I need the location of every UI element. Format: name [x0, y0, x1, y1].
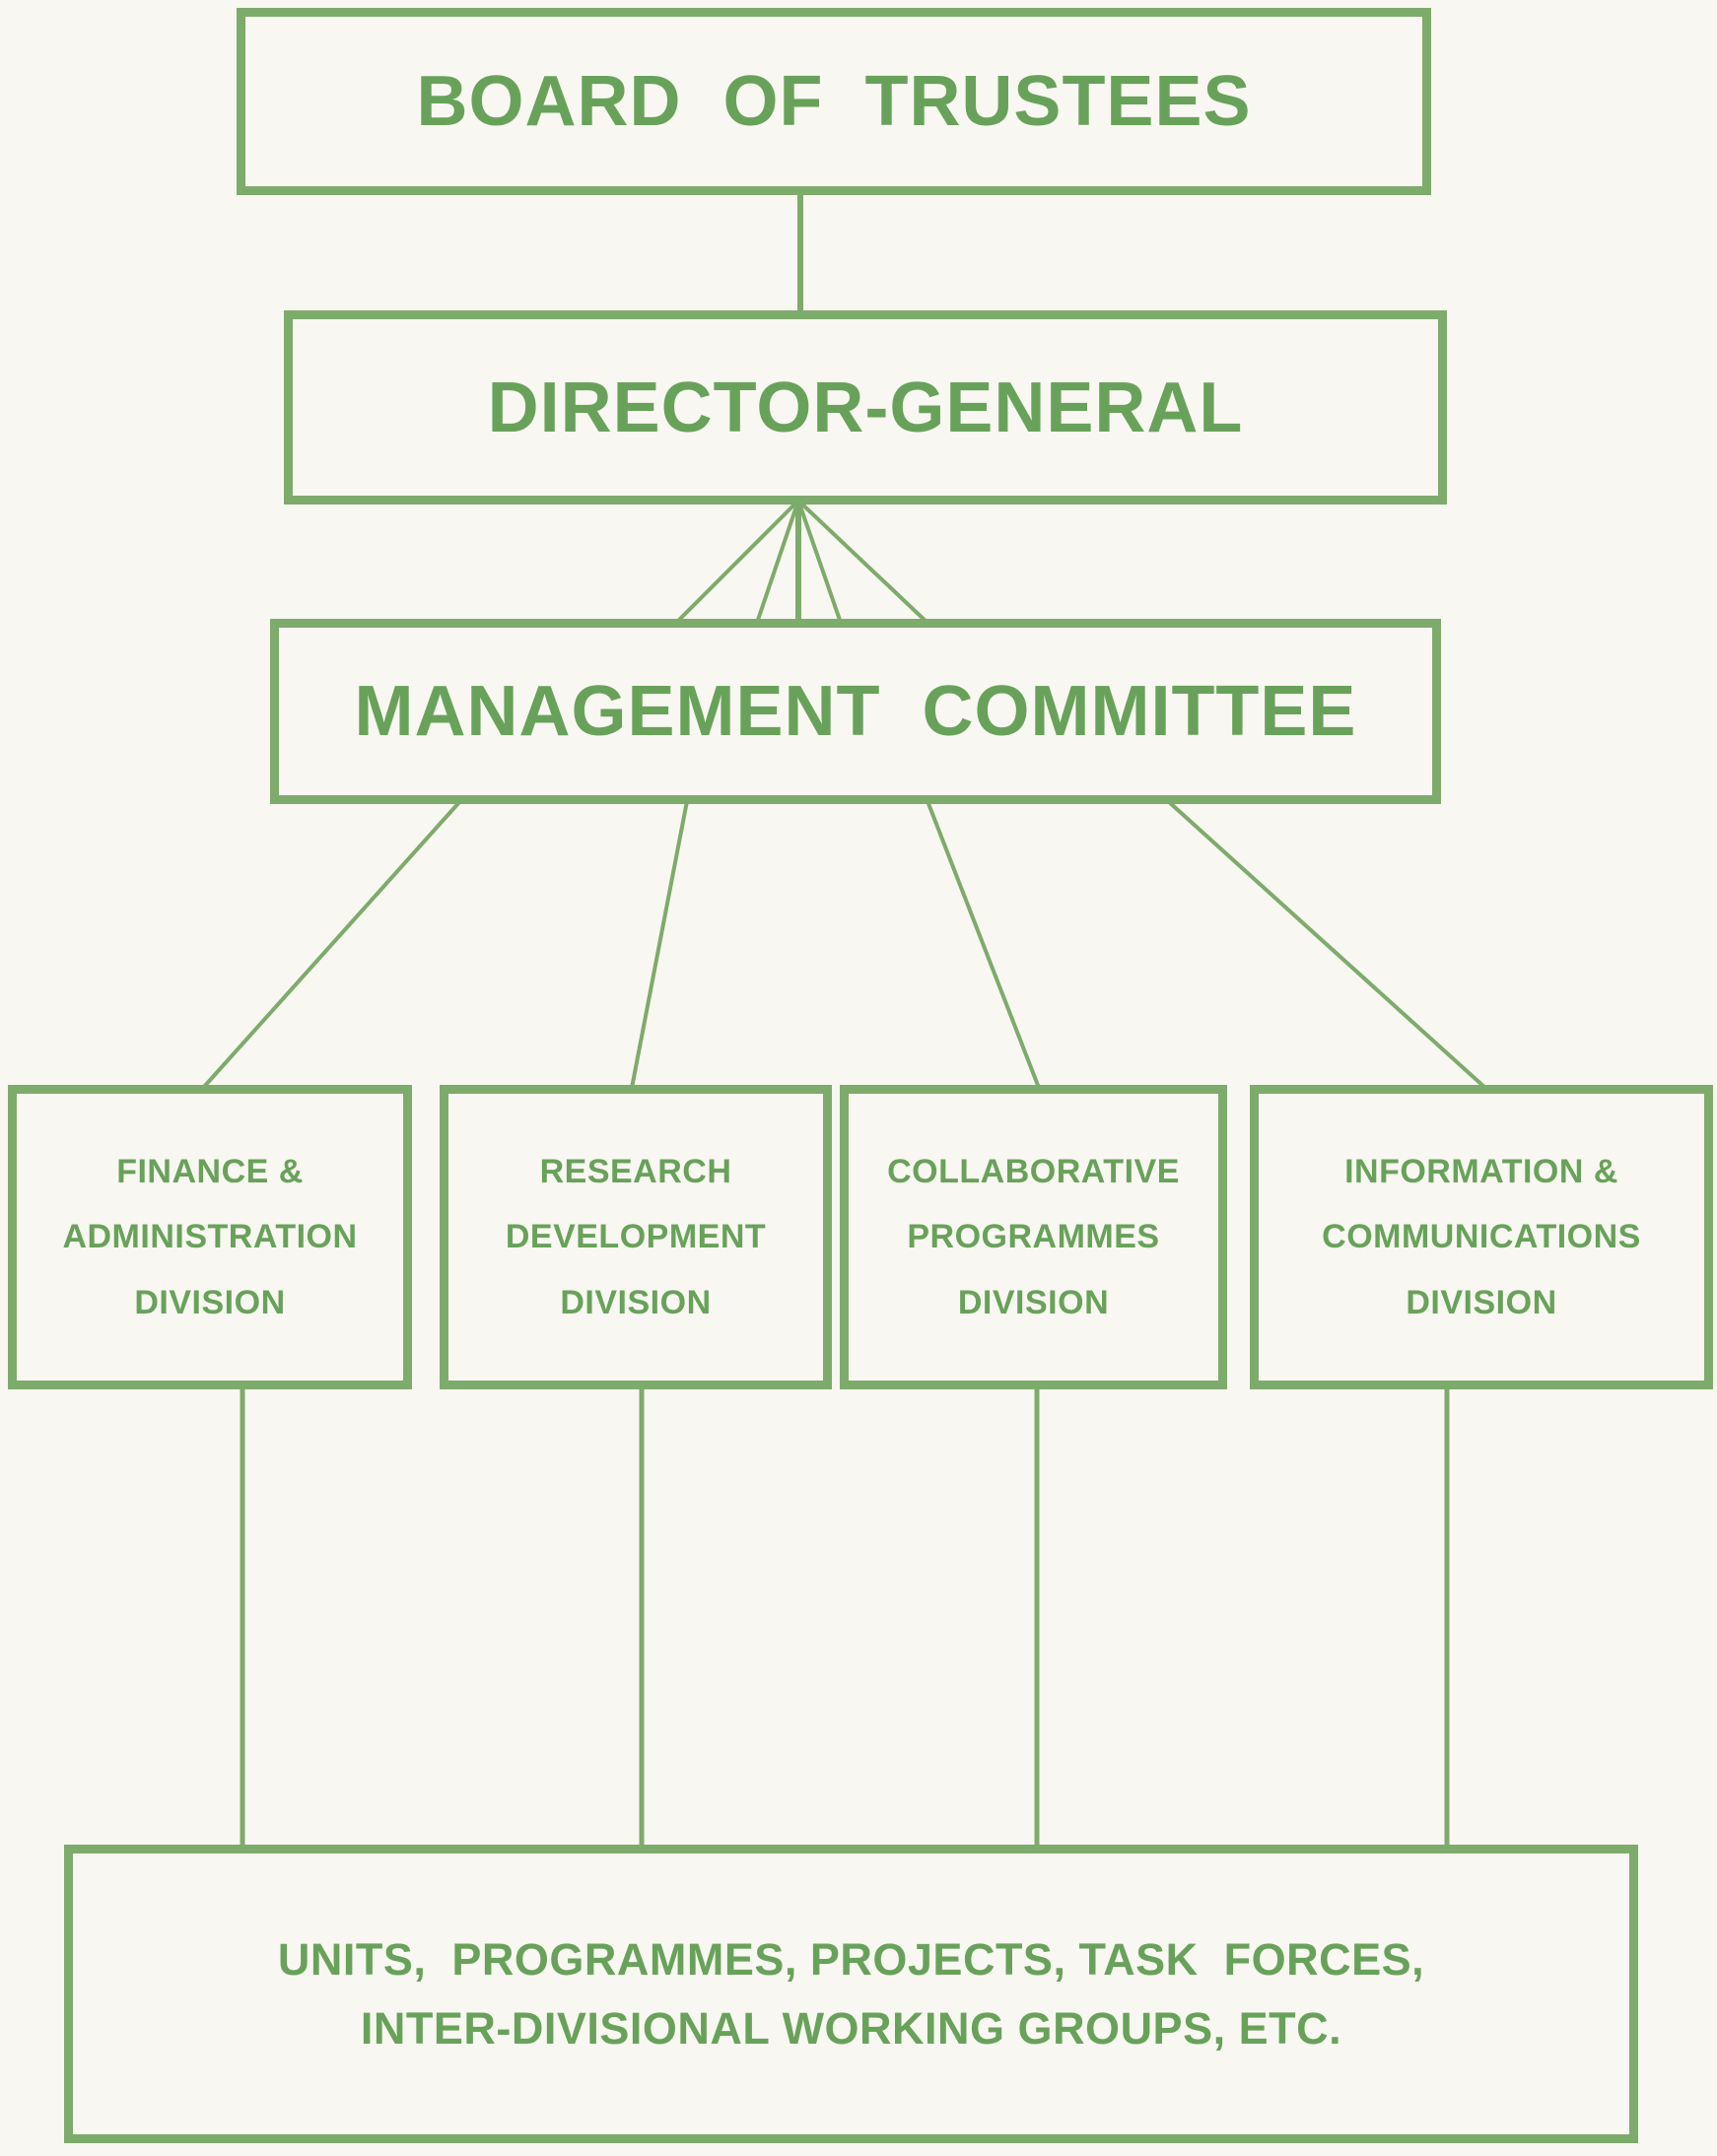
- board-of-trustees-label: BOARD OF TRUSTEES: [416, 62, 1252, 141]
- division-label-line: COLLABORATIVE: [887, 1153, 1180, 1191]
- division-label-line: DIVISION: [560, 1283, 712, 1321]
- division-label-line: COMMUNICATIONS: [1322, 1218, 1641, 1256]
- connector-mc-division-2: [630, 800, 689, 1089]
- connector-mc-division-1: [201, 799, 462, 1090]
- division-label-line: DEVELOPMENT: [505, 1218, 767, 1256]
- division-label-line: RESEARCH: [539, 1153, 732, 1191]
- fan-line-5: [796, 499, 929, 625]
- fan-line-2: [755, 500, 800, 624]
- units-box-line: UNITS, PROGRAMMES, PROJECTS, TASK FORCES…: [277, 1933, 1425, 1985]
- division-label-line: FINANCE &: [116, 1153, 304, 1191]
- division-box-collaborative-programmes: COLLABORATIVE PROGRAMMES DIVISION: [840, 1085, 1227, 1389]
- division-box-finance-administration: FINANCE & ADMINISTRATION DIVISION: [8, 1085, 412, 1389]
- division-label-line: DIVISION: [1406, 1283, 1557, 1321]
- connector-mc-division-4: [1166, 799, 1487, 1090]
- director-general-box: DIRECTOR-GENERAL: [284, 310, 1447, 505]
- management-committee-label: MANAGEMENT COMMITTEE: [354, 672, 1357, 751]
- board-of-trustees-box: BOARD OF TRUSTEES: [237, 8, 1431, 195]
- division-label-line: ADMINISTRATION: [62, 1218, 358, 1256]
- fan-line-4: [796, 500, 843, 624]
- division-box-research-development: RESEARCH DEVELOPMENT DIVISION: [440, 1085, 832, 1389]
- division-box-information-communications: INFORMATION & COMMUNICATIONS DIVISION: [1250, 1085, 1713, 1389]
- division-label-line: DIVISION: [957, 1283, 1110, 1321]
- connector-mc-division-3: [926, 800, 1041, 1089]
- division-label-line: INFORMATION &: [1344, 1153, 1618, 1191]
- division-label-line: DIVISION: [134, 1283, 286, 1321]
- division-label-line: PROGRAMMES: [907, 1218, 1160, 1256]
- management-committee-box: MANAGEMENT COMMITTEE: [270, 619, 1441, 804]
- fan-line-1: [674, 499, 800, 625]
- units-programmes-box: UNITS, PROGRAMMES, PROJECTS, TASK FORCES…: [64, 1845, 1638, 2143]
- units-box-line: INTER-DIVISIONAL WORKING GROUPS, ETC.: [360, 2002, 1342, 2054]
- director-general-label: DIRECTOR-GENERAL: [487, 368, 1244, 447]
